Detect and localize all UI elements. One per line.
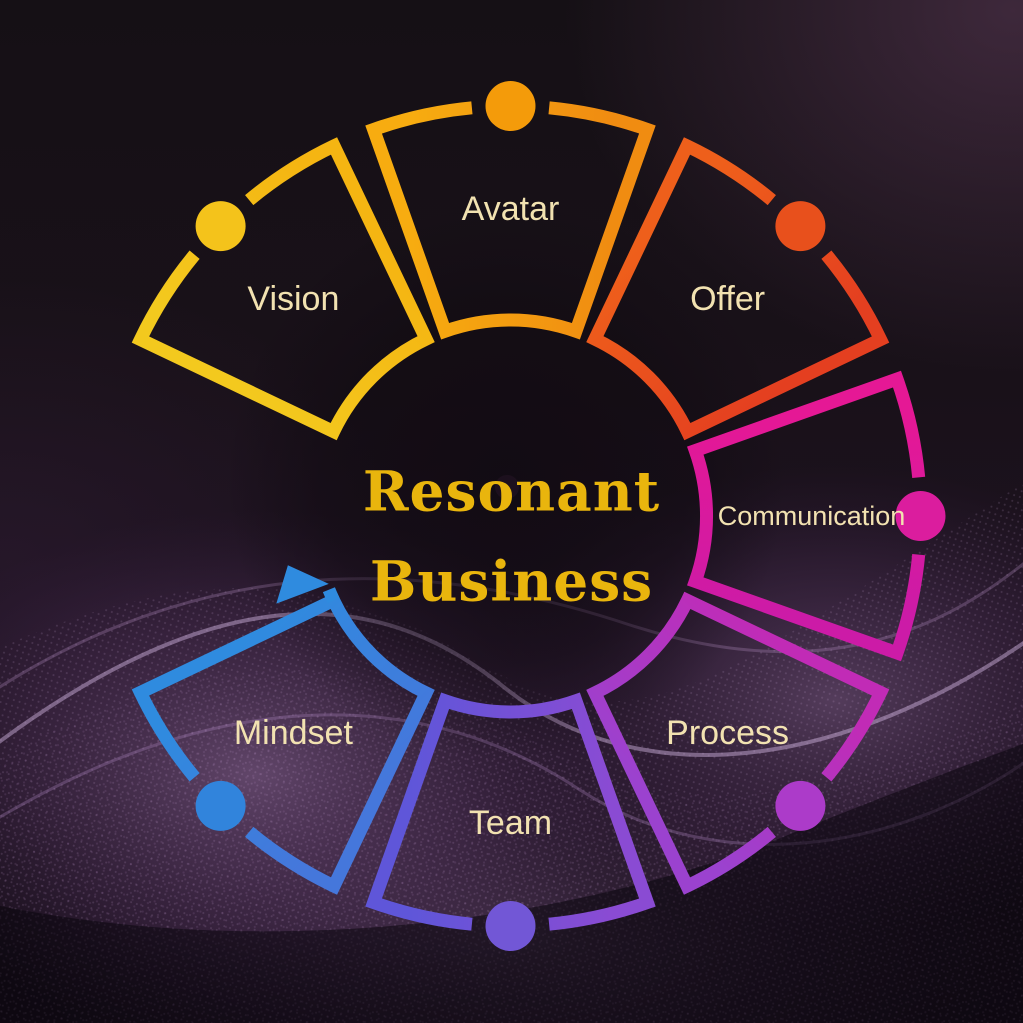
segment-process-dot — [775, 780, 826, 831]
segment-offer: Offer — [586, 137, 890, 441]
cycle-ring: Vision AvatarOfferCommunicationProcessTea… — [131, 81, 946, 951]
cycle-arrow-tail — [322, 587, 340, 604]
segment-vision-dot — [195, 201, 246, 252]
segment-avatar-dot — [485, 81, 536, 131]
segment-communication-label: Communication — [718, 501, 906, 531]
segment-offer-dot — [775, 201, 826, 252]
segment-process-outline — [586, 591, 890, 895]
segment-avatar-label: Avatar — [462, 190, 560, 228]
segment-team-dot — [485, 901, 536, 951]
segment-vision-label: Vision — [247, 280, 339, 318]
segment-communication-dot — [895, 491, 946, 541]
segment-team: Team — [365, 692, 656, 951]
segment-process-label: Process — [666, 714, 789, 752]
segment-avatar: Avatar — [365, 81, 656, 340]
segment-communication-outline — [687, 370, 926, 662]
segment-vision-outline — [131, 137, 435, 441]
center-title-line2: Business — [369, 548, 654, 614]
segment-vision: Vision — [131, 137, 435, 441]
segment-mindset: Mindset — [131, 565, 435, 895]
segment-team-outline — [365, 692, 656, 931]
wave-foreground — [0, 743, 1023, 1023]
center-title-line1: Resonant — [362, 458, 661, 524]
segment-offer-label: Offer — [690, 280, 765, 318]
segment-avatar-outline — [365, 101, 656, 340]
segment-mindset-outline — [131, 591, 435, 895]
segment-mindset-dot — [195, 780, 246, 831]
segment-team-label: Team — [469, 804, 552, 842]
segment-mindset-label: Mindset — [234, 714, 354, 752]
segment-communication: Communication — [687, 370, 946, 662]
center-backdrop — [226, 200, 786, 760]
cycle-arrow-icon — [276, 565, 329, 604]
segment-process: Process — [586, 591, 890, 895]
segment-offer-outline — [586, 137, 890, 441]
